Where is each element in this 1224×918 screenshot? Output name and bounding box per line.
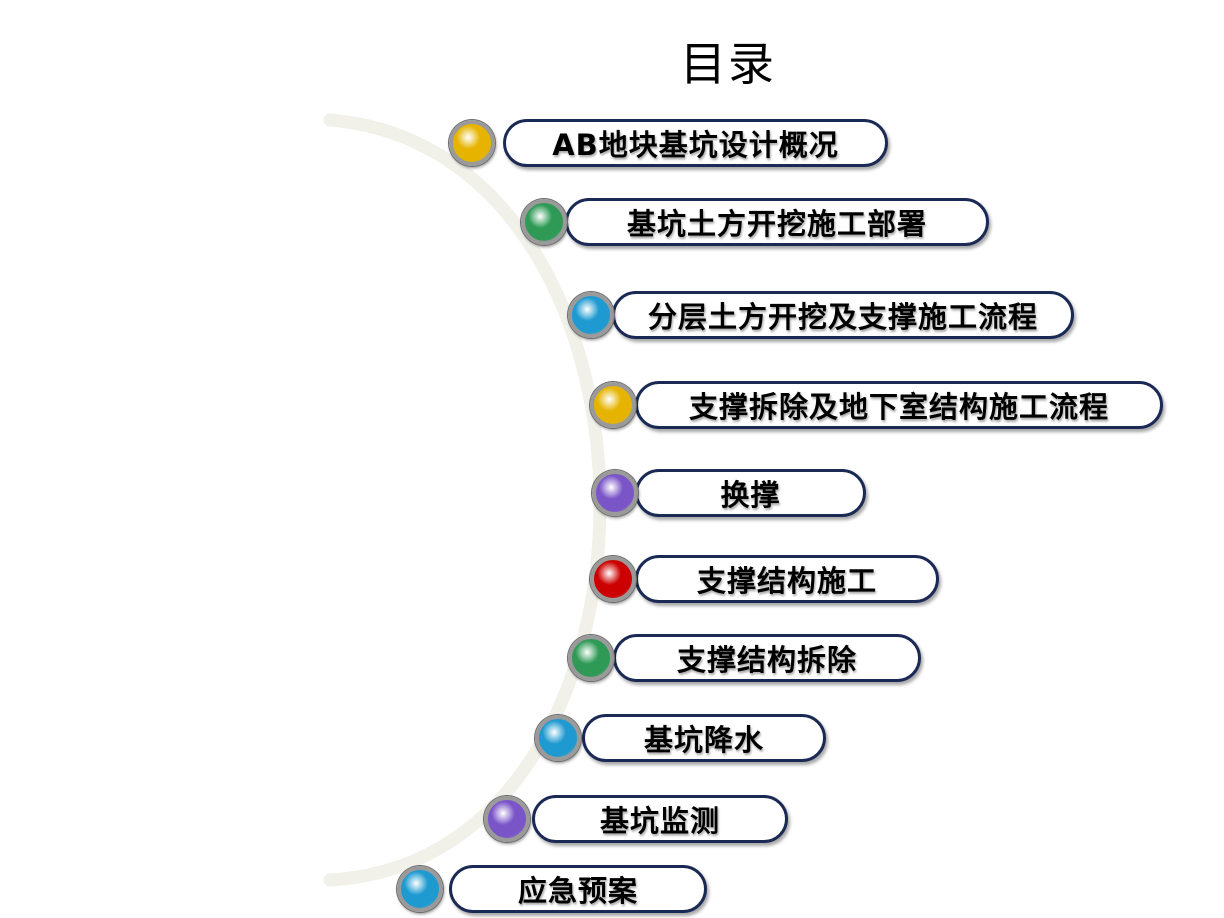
toc-item[interactable]: 支撑结构拆除 — [568, 634, 921, 686]
toc-item[interactable]: 基坑土方开挖施工部署 — [521, 198, 989, 250]
toc-item-pill[interactable]: 分层土方开挖及支撑施工流程 — [612, 291, 1074, 339]
yellow-bullet-icon — [590, 382, 636, 428]
toc-item-pill[interactable]: 基坑监测 — [532, 795, 788, 843]
toc-item-pill[interactable]: 换撑 — [635, 469, 866, 517]
toc-item-label: 基坑监测 — [599, 804, 720, 838]
toc-item-label: 基坑降水 — [643, 723, 764, 757]
toc-item-label: AB地块基坑设计概况 — [552, 128, 839, 162]
toc-item-pill[interactable]: 基坑土方开挖施工部署 — [565, 198, 989, 246]
toc-item[interactable]: 基坑降水 — [535, 714, 826, 766]
page-title: 目录 — [680, 37, 776, 91]
toc-item-pill[interactable]: 基坑降水 — [582, 714, 826, 762]
green-bullet-icon — [521, 199, 567, 245]
blue-bullet-icon — [568, 292, 614, 338]
toc-item-label: 换撑 — [720, 478, 781, 512]
toc-item[interactable]: 支撑结构施工 — [590, 555, 939, 607]
toc-item-pill[interactable]: 支撑结构拆除 — [613, 634, 921, 682]
toc-item-label: 支撑拆除及地下室结构施工流程 — [688, 390, 1109, 424]
toc-item-label: 支撑结构拆除 — [676, 643, 857, 677]
toc-item-label: 基坑土方开挖施工部署 — [626, 207, 927, 241]
red-bullet-icon — [590, 556, 636, 602]
toc-item[interactable]: 换撑 — [592, 469, 866, 521]
purple-bullet-icon — [592, 470, 638, 516]
toc-item[interactable]: AB地块基坑设计概况 — [449, 119, 888, 171]
toc-item-pill[interactable]: AB地块基坑设计概况 — [503, 119, 888, 167]
toc-item[interactable]: 基坑监测 — [484, 795, 788, 847]
toc-item[interactable]: 应急预案 — [397, 865, 707, 917]
toc-item-pill[interactable]: 应急预案 — [449, 865, 707, 913]
toc-item-label: 应急预案 — [517, 874, 638, 908]
toc-item-label: 分层土方开挖及支撑施工流程 — [647, 300, 1038, 334]
toc-item[interactable]: 支撑拆除及地下室结构施工流程 — [590, 381, 1163, 433]
toc-item-pill[interactable]: 支撑结构施工 — [635, 555, 939, 603]
yellow-bullet-icon — [449, 120, 495, 166]
green-bullet-icon — [568, 635, 614, 681]
toc-item[interactable]: 分层土方开挖及支撑施工流程 — [568, 291, 1074, 343]
blue-bullet-icon — [535, 715, 581, 761]
toc-item-pill[interactable]: 支撑拆除及地下室结构施工流程 — [635, 381, 1163, 429]
blue-bullet-icon — [397, 866, 443, 912]
toc-item-label: 支撑结构施工 — [696, 564, 877, 598]
purple-bullet-icon — [484, 796, 530, 842]
